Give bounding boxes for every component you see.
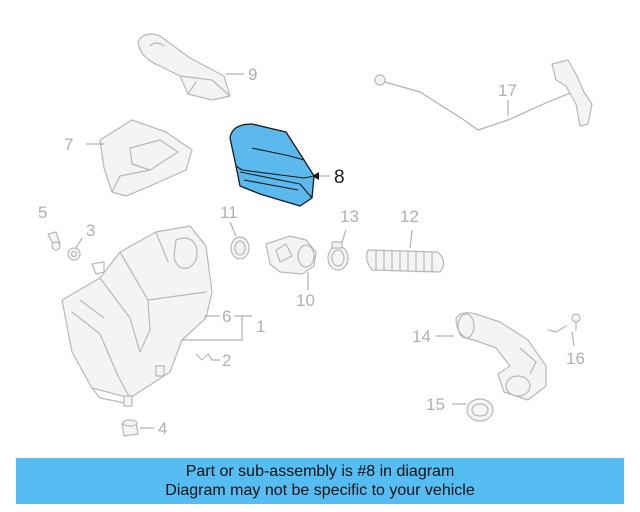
callout-3: 3 xyxy=(86,221,95,240)
leader-8-arrowhead xyxy=(312,172,319,180)
part-2-clip xyxy=(195,353,213,361)
leader-3 xyxy=(75,237,83,249)
part-9-intake-duct xyxy=(137,33,231,101)
banner-line-2: Diagram may not be specific to your vehi… xyxy=(165,482,475,499)
callout-9: 9 xyxy=(248,65,257,84)
part-14-intake-pipe xyxy=(455,312,547,401)
leader-1 xyxy=(182,315,252,341)
callout-4: 4 xyxy=(158,419,167,438)
leader-16 xyxy=(571,331,575,347)
callout-8: 8 xyxy=(334,167,345,188)
callout-11: 11 xyxy=(220,203,238,222)
part-3-nut xyxy=(67,247,81,261)
part-15-seal-ring xyxy=(466,398,494,422)
banner-line-1: Part or sub-assembly is #8 in diagram xyxy=(185,463,455,480)
part-4-grommet xyxy=(121,419,139,437)
callout-17: 17 xyxy=(498,81,517,100)
callout-2: 2 xyxy=(222,351,231,370)
callout-10: 10 xyxy=(296,291,315,310)
part-17-vent-hose xyxy=(374,59,593,131)
callout-12: 12 xyxy=(400,207,419,226)
callout-1: 1 xyxy=(256,317,265,336)
callout-13: 13 xyxy=(340,207,359,226)
callout-5: 5 xyxy=(38,203,47,222)
part-5-bolt xyxy=(47,231,61,251)
part-16-sensor xyxy=(547,313,581,333)
leader-13 xyxy=(341,229,347,243)
callout-14: 14 xyxy=(412,327,431,346)
info-banner: Part or sub-assembly is #8 in diagram Di… xyxy=(16,458,624,504)
part-12-bellows-hose xyxy=(366,249,445,273)
part-7-cover xyxy=(99,119,193,197)
part-10-air-mass-meter xyxy=(265,235,317,275)
part-1-air-cleaner-housing xyxy=(61,225,213,407)
callout-15: 15 xyxy=(426,395,445,414)
leader-12 xyxy=(409,229,413,249)
callout-16: 16 xyxy=(566,349,585,368)
part-11-seal-ring xyxy=(230,236,250,260)
part-13-clamp xyxy=(327,241,349,271)
callout-6: 6 xyxy=(222,307,231,326)
callout-7: 7 xyxy=(64,135,73,154)
part-8-air-duct-highlighted xyxy=(229,123,315,207)
leader-11 xyxy=(229,221,237,237)
